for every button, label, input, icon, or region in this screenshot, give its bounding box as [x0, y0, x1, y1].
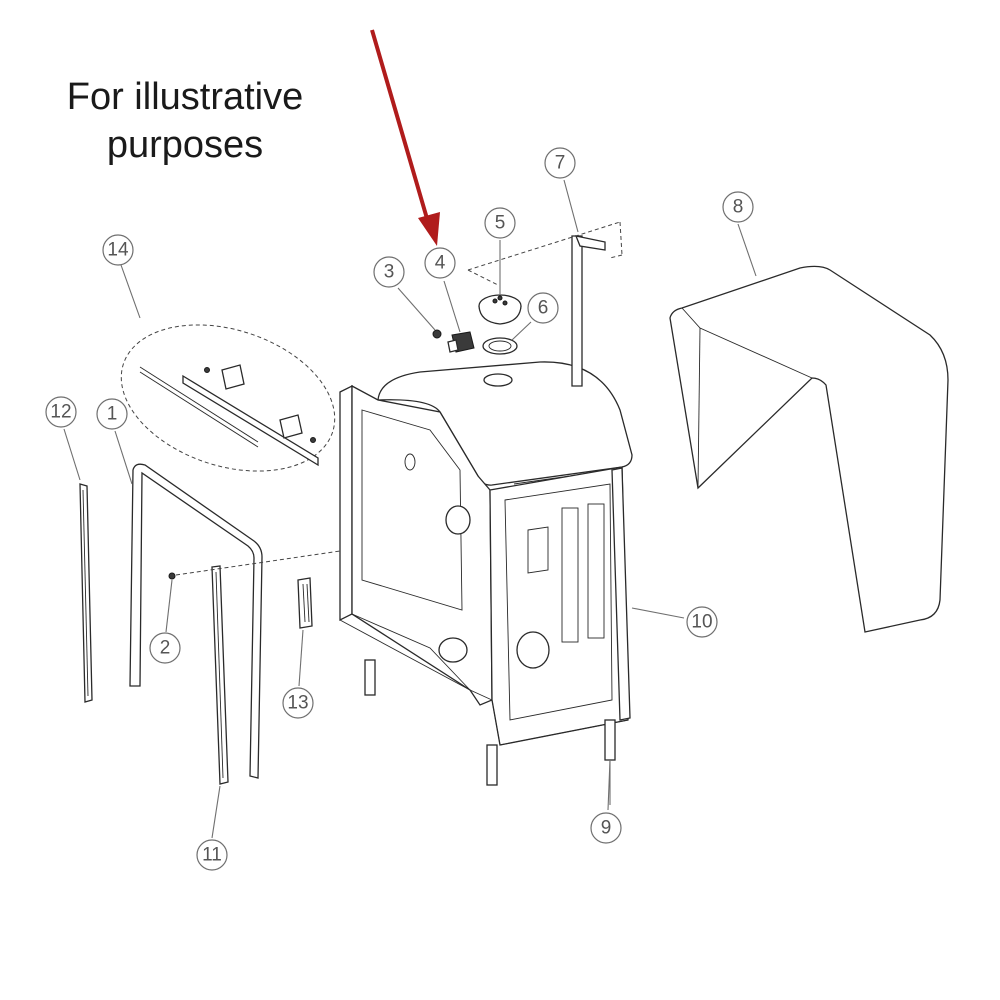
part-8-insulation-blanket — [669, 265, 949, 633]
callout-3: 3 — [373, 256, 405, 288]
callout-7-label: 7 — [555, 153, 566, 174]
part-5-vent-cap — [478, 294, 522, 325]
callout-14-label: 14 — [107, 240, 129, 261]
callout-9-label: 9 — [601, 818, 612, 839]
callout-6: 6 — [527, 292, 559, 324]
part-1-door-gasket — [129, 463, 263, 779]
callout-10-label: 10 — [691, 612, 712, 633]
callout-8-label: 8 — [733, 197, 744, 218]
part-7-fill-tube — [467, 221, 623, 387]
highlight-arrow — [370, 29, 440, 246]
callout-1: 1 — [96, 398, 128, 430]
callout-5-label: 5 — [495, 213, 506, 234]
part-2-screw — [168, 550, 341, 580]
part-12-side-strip — [79, 483, 93, 703]
callout-12: 12 — [45, 396, 77, 428]
part-3-nut — [432, 329, 442, 339]
callout-3-label: 3 — [384, 262, 395, 283]
part-10-tub-frame — [339, 361, 633, 805]
part-14-trim-kit — [120, 324, 336, 472]
part-11-side-strip — [211, 565, 229, 785]
callout-13-label: 13 — [287, 693, 308, 714]
callout-2-label: 2 — [160, 638, 171, 659]
callout-1-label: 1 — [107, 404, 118, 425]
callout-11-label: 11 — [202, 845, 222, 866]
callout-10: 10 — [686, 606, 718, 638]
leader-lines — [63, 179, 757, 839]
callout-13: 13 — [282, 687, 314, 719]
part-13-vent — [297, 577, 313, 629]
part-4-valve — [447, 331, 475, 353]
callout-5: 5 — [484, 207, 516, 239]
callout-6-label: 6 — [538, 298, 549, 319]
caption-line-2: purposes — [106, 124, 264, 166]
caption-line-1: For illustrative — [66, 76, 304, 118]
part-6-ring-seal — [482, 337, 518, 355]
callout-4-label: 4 — [435, 253, 446, 274]
callout-14: 14 — [102, 234, 134, 266]
callout-11: 11 — [196, 839, 228, 871]
callout-7: 7 — [544, 147, 576, 179]
callout-12-label: 12 — [50, 402, 71, 423]
callout-9: 9 — [590, 812, 622, 844]
callout-8: 8 — [722, 191, 754, 223]
callouts: 1 2 3 4 5 6 7 8 9 10 11 12 13 14 — [45, 147, 754, 871]
callout-2: 2 — [149, 632, 181, 664]
callout-4: 4 — [424, 247, 456, 279]
